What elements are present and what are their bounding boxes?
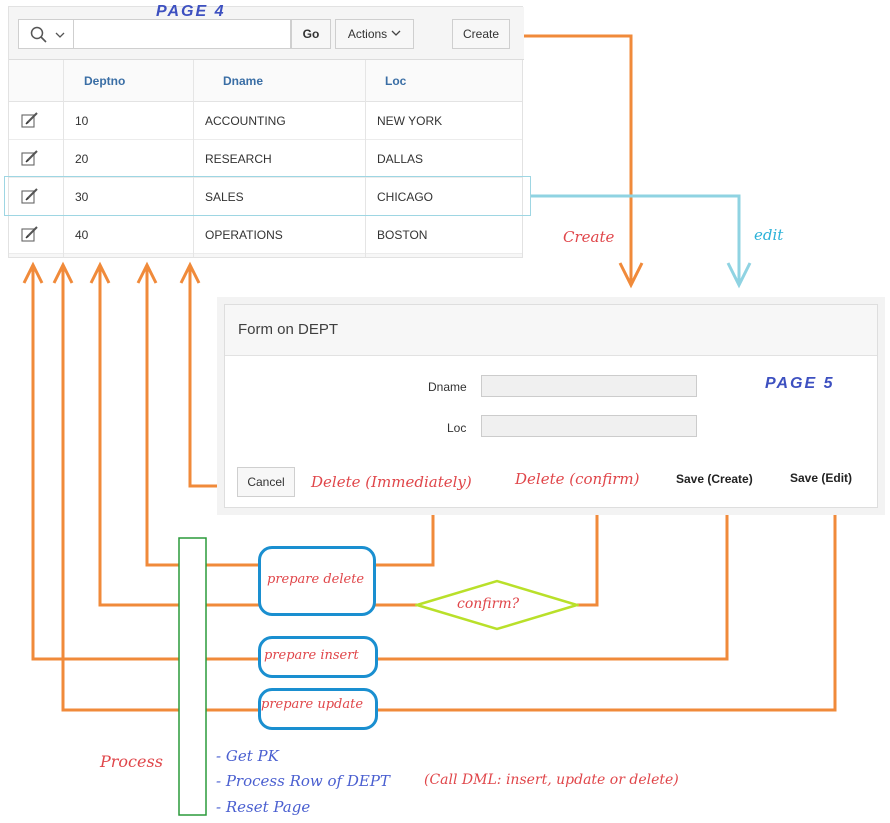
save-create-button[interactable]: Save (Create) [676, 472, 753, 486]
selected-row-highlight [4, 176, 531, 216]
go-button[interactable]: Go [291, 19, 331, 49]
create-flow-line [509, 34, 633, 285]
column-divider [365, 60, 366, 257]
table-row: 10 ACCOUNTING NEW YORK [9, 102, 522, 140]
edit-flow-label: edit [754, 226, 784, 244]
chevron-down-icon [391, 30, 401, 36]
process-label: Process [100, 752, 163, 771]
cell-deptno: 30 [75, 190, 89, 204]
table-row: 30 SALES CHICAGO [9, 178, 522, 216]
cell-loc: NEW YORK [377, 114, 443, 128]
edit-pencil-icon[interactable] [21, 225, 39, 243]
dname-label: Dname [428, 380, 467, 394]
column-divider [193, 60, 194, 257]
page5-title: PAGE 5 [765, 375, 835, 392]
insert-return-arrowhead [22, 261, 44, 284]
delete-return-line [145, 265, 261, 567]
save-edit-line [378, 496, 837, 712]
actions-menu-button[interactable]: Actions [335, 19, 414, 49]
search-input[interactable] [18, 19, 291, 49]
prepare-insert-box [258, 636, 378, 678]
prepare-update-label: prepare update [261, 697, 364, 712]
edit-pencil-icon[interactable] [21, 149, 39, 167]
create-flow-arrowhead [618, 262, 644, 289]
column-header-dname[interactable]: Dname [223, 74, 264, 88]
edit-flow-arrowhead [726, 262, 752, 289]
delete-return-arrowhead [136, 261, 158, 284]
prepare-update-box [258, 688, 378, 730]
cell-dname: RESEARCH [205, 152, 272, 166]
cell-deptno: 20 [75, 152, 89, 166]
prepare-delete-box [258, 546, 376, 616]
confirm-return-line [98, 265, 261, 607]
dname-field[interactable] [481, 375, 697, 397]
delete-confirm-line [577, 496, 599, 607]
cell-loc: BOSTON [377, 228, 428, 242]
form-button-bar-right [717, 465, 867, 499]
cancel-return-line [188, 265, 236, 488]
step-get-pk: - Get PK [216, 747, 279, 765]
column-header-deptno[interactable]: Deptno [84, 74, 126, 88]
process-bar [178, 537, 207, 816]
confirm-return-arrowhead [89, 261, 111, 284]
report-toolbar: Go Actions Create [9, 7, 524, 60]
form-header: Form on DEPT [225, 305, 877, 356]
table-row: 20 RESEARCH DALLAS [9, 140, 522, 178]
create-flow-label: Create [563, 228, 615, 246]
search-icon [30, 26, 47, 43]
edit-flow-line [531, 194, 741, 285]
delete-immediately-button[interactable]: Delete (Immediately) [311, 473, 472, 491]
cell-dname: ACCOUNTING [205, 114, 286, 128]
cell-loc: CHICAGO [377, 190, 434, 204]
save-create-line [378, 498, 729, 661]
save-edit-button[interactable]: Save (Edit) [790, 471, 853, 485]
cell-dname: OPERATIONS [205, 228, 283, 242]
cell-dname: SALES [205, 190, 244, 204]
create-button[interactable]: Create [452, 19, 510, 49]
delete-confirm-button[interactable]: Delete (confirm) [515, 470, 640, 488]
step-process-row: - Process Row of DEPT [216, 772, 390, 790]
cell-deptno: 40 [75, 228, 89, 242]
delete-immediately-line [375, 498, 435, 567]
page4-title: PAGE 4 [156, 3, 226, 20]
page5-form: Form on DEPT Dname Loc Cancel [224, 304, 878, 508]
prepare-delete-label: prepare delete [267, 572, 365, 587]
cancel-button[interactable]: Cancel [237, 467, 295, 497]
cell-loc: DALLAS [377, 152, 424, 166]
report-header-row: Deptno Dname Loc [9, 60, 522, 102]
edit-pencil-icon[interactable] [21, 111, 39, 129]
page4-report: Go Actions Create Deptno Dname Loc 10 AC… [8, 6, 524, 258]
loc-field[interactable] [481, 415, 697, 437]
confirm-label: confirm? [457, 596, 520, 612]
form-button-bar [311, 465, 721, 499]
chevron-down-icon [55, 32, 65, 38]
prepare-insert-label: prepare insert [264, 648, 359, 663]
cancel-return-arrowhead [179, 261, 201, 284]
column-header-loc[interactable]: Loc [385, 74, 407, 88]
update-return-arrowhead [52, 261, 74, 284]
form-title: Form on DEPT [238, 321, 339, 338]
actions-label: Actions [347, 27, 388, 41]
loc-label: Loc [447, 421, 467, 435]
confirm-diamond [415, 579, 579, 631]
table-row: 40 OPERATIONS BOSTON [9, 216, 522, 254]
edit-pencil-icon[interactable] [21, 187, 39, 205]
dml-note: (Call DML: insert, update or delete) [424, 772, 679, 788]
search-column-selector[interactable] [19, 20, 74, 48]
column-divider [63, 60, 64, 257]
step-reset-page: - Reset Page [216, 798, 311, 816]
cell-deptno: 10 [75, 114, 89, 128]
